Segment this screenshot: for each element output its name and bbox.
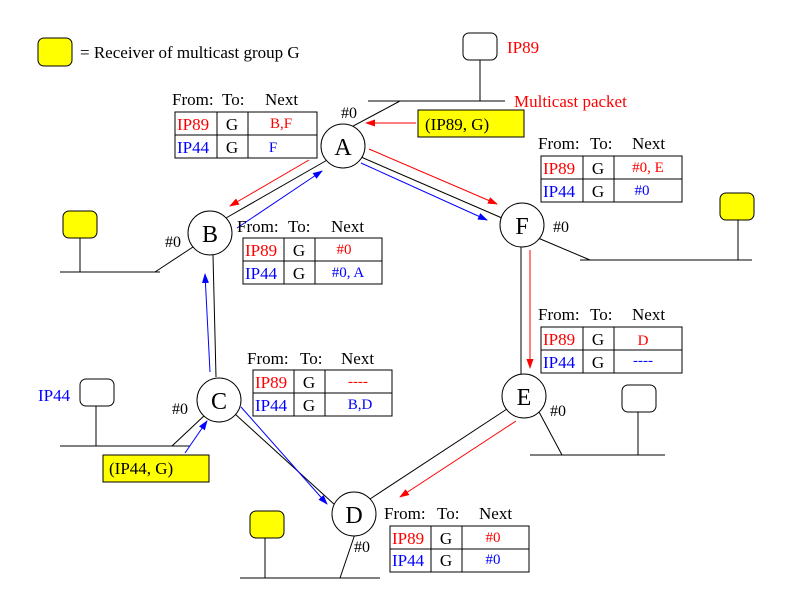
svg-text:Next: Next	[265, 90, 298, 109]
routing-table-d: From: To: Next IP89 G #0 IP44 G #0	[384, 504, 530, 573]
svg-text:C: C	[211, 389, 227, 415]
host-e-icon	[621, 384, 657, 413]
svg-text:From:: From:	[538, 134, 580, 153]
receiver-bottom-d-icon	[249, 510, 285, 539]
svg-text:B,F: B,F	[270, 116, 292, 132]
iface-e: #0	[550, 403, 566, 420]
svg-text:IP44: IP44	[177, 138, 210, 157]
svg-text:G: G	[293, 264, 305, 283]
svg-text:E: E	[517, 385, 532, 411]
svg-text:G: G	[303, 373, 315, 392]
svg-text:#0: #0	[486, 552, 501, 568]
svg-text:IP44: IP44	[255, 396, 288, 415]
svg-text:IP44: IP44	[543, 353, 576, 372]
svg-text:IP89: IP89	[543, 159, 575, 178]
svg-text:D: D	[638, 333, 649, 349]
flow-arrows	[201, 148, 534, 505]
svg-text:G: G	[592, 330, 604, 349]
svg-text:F: F	[269, 140, 277, 156]
packet-tag-ip44-box	[102, 454, 210, 483]
receiver-left-b-icon	[62, 210, 98, 239]
svg-text:G: G	[440, 551, 452, 570]
node-c: C	[196, 377, 242, 423]
svg-text:D: D	[345, 503, 362, 529]
packet-tag-ip89-box	[417, 109, 525, 138]
svg-text:IP89: IP89	[245, 241, 277, 260]
svg-text:F: F	[515, 214, 528, 240]
svg-text:A: A	[334, 135, 352, 161]
iface-d: #0	[354, 539, 370, 556]
svg-text:From:: From:	[237, 217, 279, 236]
routing-table-b: From: To: Next IP89 G #0 IP44 G #0, A	[237, 217, 383, 285]
node-f: F	[499, 202, 545, 248]
ring-links	[212, 156, 522, 506]
svg-text:From:: From:	[172, 90, 214, 109]
iface-c: #0	[172, 401, 188, 418]
svg-text:To:: To:	[590, 305, 612, 324]
svg-text:IP44: IP44	[245, 264, 278, 283]
svg-text:From:: From:	[538, 305, 580, 324]
host-ip89-icon	[462, 32, 498, 61]
svg-text:G: G	[293, 241, 305, 260]
svg-text:G: G	[592, 159, 604, 178]
routing-table-f: From: To: Next IP89 G #0, E IP44 G #0	[538, 134, 683, 203]
host-ip89-label: IP89	[507, 38, 539, 57]
svg-text:To:: To:	[590, 134, 612, 153]
arrow-ip44-to-c	[184, 420, 208, 454]
node-d: D	[331, 491, 377, 537]
svg-text:G: G	[226, 138, 238, 157]
svg-text:Next: Next	[331, 217, 364, 236]
node-e: E	[501, 373, 547, 419]
lan-lines	[60, 60, 752, 579]
svg-text:IP89: IP89	[543, 330, 575, 349]
iface-b: #0	[165, 234, 181, 251]
host-ip44-icon	[79, 378, 115, 407]
svg-text:IP89: IP89	[177, 115, 209, 134]
svg-text:G: G	[303, 396, 315, 415]
receiver-right-f-icon	[719, 192, 755, 221]
routing-table-c: From: To: Next IP89 G ---- IP44 G B,D	[247, 349, 393, 417]
svg-text:#0: #0	[337, 242, 352, 258]
svg-text:#0: #0	[486, 530, 501, 546]
svg-text:From:: From:	[247, 349, 289, 368]
host-ip44-label: IP44	[38, 386, 71, 405]
routing-table-a: From: To: Next IP89 G B,F IP44 G F	[172, 90, 318, 159]
svg-text:G: G	[592, 182, 604, 201]
svg-text:#0, E: #0, E	[632, 160, 664, 176]
svg-text:----: ----	[348, 374, 368, 390]
node-b: B	[187, 210, 233, 256]
svg-text:IP89: IP89	[392, 529, 424, 548]
svg-text:IP89: IP89	[255, 373, 287, 392]
legend-text: = Receiver of multicast group G	[80, 43, 300, 62]
routing-table-e: From: To: Next IP89 G D IP44 G ----	[538, 305, 683, 374]
multicast-packet-label: Multicast packet	[514, 92, 627, 111]
svg-text:B: B	[202, 222, 218, 248]
svg-text:G: G	[440, 529, 452, 548]
iface-a: #0	[341, 105, 357, 122]
svg-text:Next: Next	[479, 504, 512, 523]
svg-text:IP44: IP44	[543, 182, 576, 201]
svg-text:#0: #0	[635, 183, 650, 199]
svg-text:To:: To:	[437, 504, 459, 523]
iface-f: #0	[553, 219, 569, 236]
svg-text:To:: To:	[300, 349, 322, 368]
svg-text:Next: Next	[341, 349, 374, 368]
svg-text:Next: Next	[632, 305, 665, 324]
node-a: A	[320, 123, 366, 169]
svg-text:From:: From:	[384, 504, 426, 523]
svg-text:#0, A: #0, A	[332, 265, 365, 281]
svg-text:To:: To:	[288, 217, 310, 236]
svg-text:IP44: IP44	[392, 551, 425, 570]
svg-text:Next: Next	[632, 134, 665, 153]
legend-receiver-icon	[37, 37, 73, 67]
svg-text:B,D: B,D	[348, 397, 373, 413]
packet-tag-ip44: (IP44, G)	[109, 459, 173, 478]
svg-text:G: G	[226, 115, 238, 134]
svg-text:G: G	[592, 353, 604, 372]
svg-text:To:: To:	[222, 90, 244, 109]
packet-tag-ip89: (IP89, G)	[425, 115, 489, 134]
svg-text:----: ----	[633, 353, 653, 369]
